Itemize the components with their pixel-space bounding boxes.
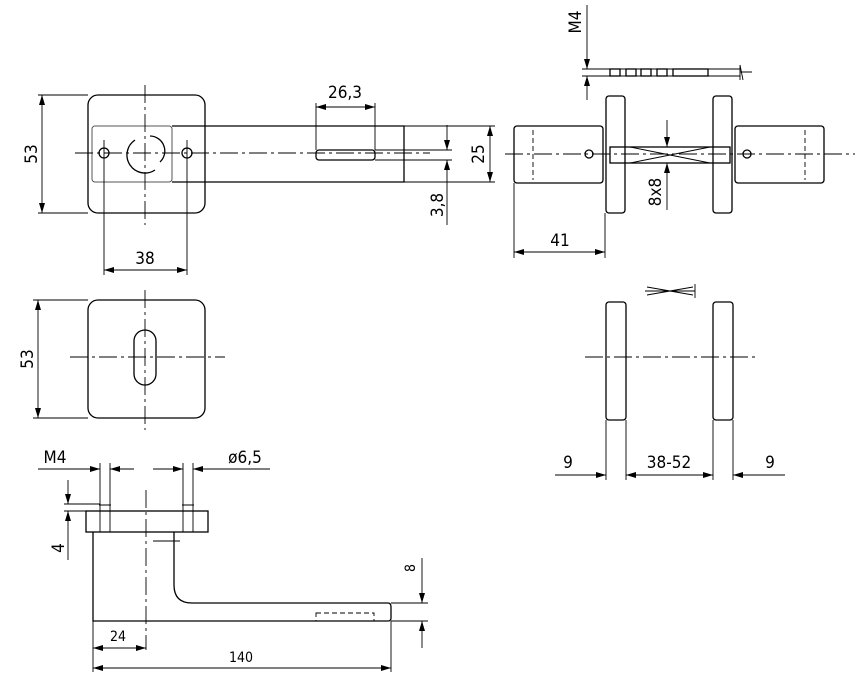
top-view: M4 41 8x8 [505, 5, 855, 258]
dim-8x8: 8x8 [646, 178, 666, 207]
dim-4: 4 [49, 543, 69, 553]
lever-right [734, 125, 825, 184]
dim-25: 25 [469, 144, 489, 163]
rosette-outline [87, 299, 206, 419]
keyhole-rosette-view: 53 [18, 290, 225, 430]
rosette-side-view: 9 38-52 9 [555, 284, 785, 480]
slot [315, 149, 376, 161]
dim-53: 53 [18, 349, 38, 368]
dim-53: 53 [22, 144, 42, 163]
dim-38: 38 [135, 249, 154, 269]
dim-diameter-6-5: ø6,5 [228, 448, 262, 468]
wood-screw [645, 284, 696, 298]
dim-m4: M4 [44, 448, 67, 468]
lever-outline [172, 125, 405, 183]
screw-icon [584, 149, 594, 159]
dim-3-8: 3,8 [428, 193, 448, 217]
rosette-left [605, 301, 627, 421]
lever-profile [92, 532, 392, 622]
lever-left [513, 125, 604, 184]
rosette-section [85, 510, 209, 533]
rosette-right [712, 301, 734, 421]
front-view: 38 53 26,3 25 3,8 [22, 83, 495, 275]
screw-icon [742, 149, 752, 159]
dim-9-left: 9 [563, 453, 573, 473]
lever-side-view: M4 ø6,5 4 8 24 140 [38, 448, 428, 672]
spindle [609, 146, 731, 164]
spindle-circle [126, 135, 166, 174]
rosette-right [712, 95, 733, 214]
machine-screw [582, 64, 752, 81]
dim-38-52: 38-52 [647, 453, 691, 473]
dim-140: 140 [229, 650, 253, 666]
rosette-left [605, 95, 626, 214]
dim-41: 41 [550, 231, 569, 251]
rosette-outline [87, 94, 206, 214]
dim-24: 24 [110, 629, 126, 645]
base-plate [91, 125, 173, 183]
dim-26-3: 26,3 [328, 83, 362, 103]
dim-9-right: 9 [765, 453, 775, 473]
dim-m4: M4 [566, 11, 586, 34]
dim-8: 8 [403, 564, 419, 572]
